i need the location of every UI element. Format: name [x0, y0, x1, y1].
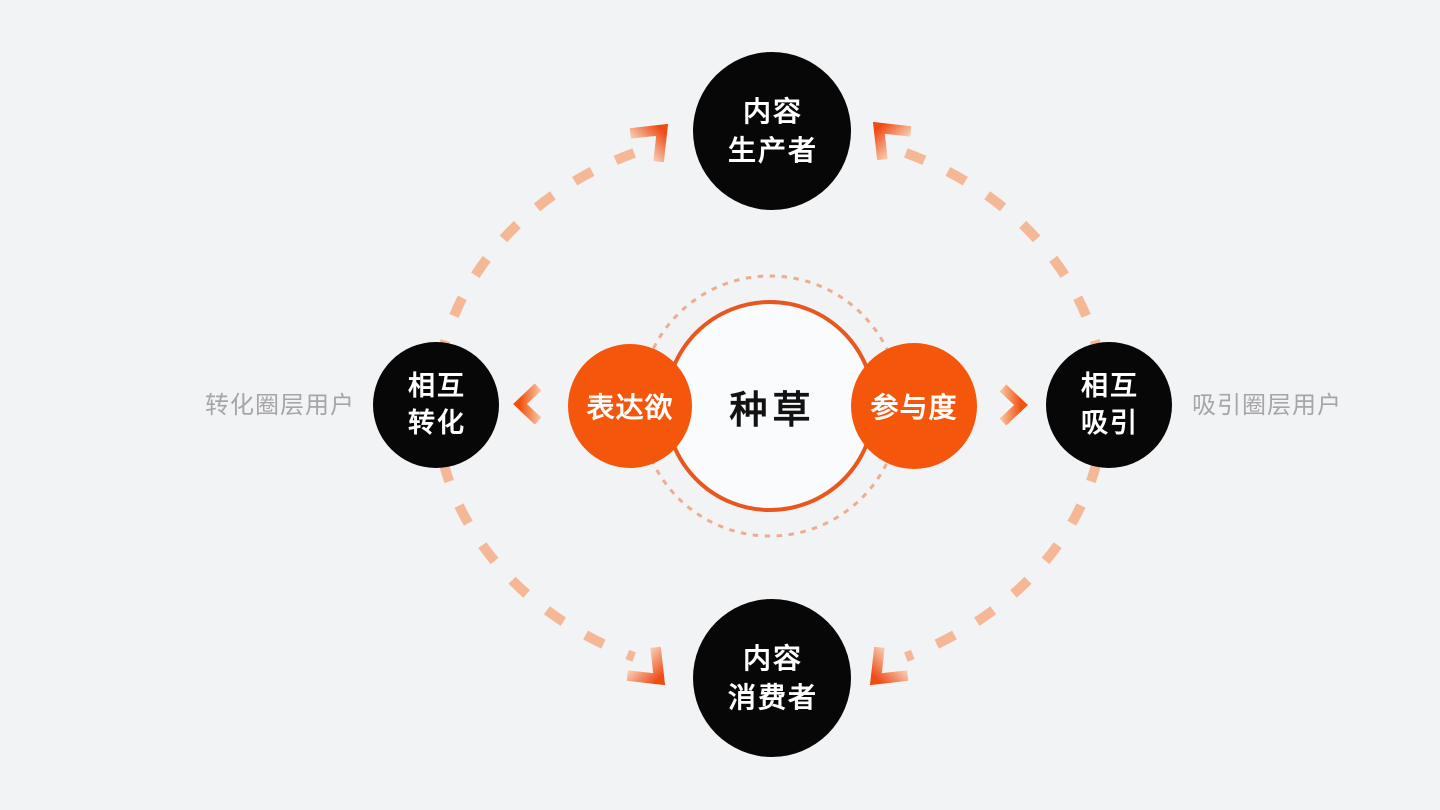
arrowhead-top-right-icon — [872, 121, 912, 161]
seeding-label: 种草 — [729, 389, 816, 432]
attract-circle-users-label: 吸引圈层用户 — [1192, 392, 1342, 419]
mutual-conversion-node: 相互 转化 — [373, 342, 499, 468]
content-consumer-node: 内容 消费者 — [693, 599, 851, 757]
content-producer-line-2: 生产者 — [727, 135, 818, 166]
engagement-circle: 参与度 — [851, 343, 977, 469]
arrowhead-bottom-left-icon — [626, 646, 666, 686]
dashed-arc-bottom-right — [904, 461, 1102, 662]
dashed-arc-top-left — [438, 148, 636, 349]
arrowhead-bottom-right-icon — [869, 646, 909, 686]
seeding-center-circle: 种草 — [664, 300, 876, 512]
chevron-right-icon — [999, 384, 1028, 426]
dashed-arc-bottom-left — [438, 461, 636, 662]
chevron-left-icon — [513, 383, 542, 425]
engagement-label: 参与度 — [870, 392, 958, 423]
arrowhead-top-left-icon — [629, 123, 669, 163]
content-producer-node: 内容 生产者 — [693, 52, 851, 210]
dashed-arc-top-right — [904, 148, 1102, 349]
mutual-attraction-line-2: 吸引 — [1081, 408, 1139, 438]
mutual-attraction-line-1: 相互 — [1081, 371, 1139, 401]
expression-desire-circle: 表达欲 — [568, 344, 692, 468]
convert-circle-users-label: 转化圈层用户 — [205, 392, 355, 419]
mutual-conversion-line-1: 相互 — [408, 371, 466, 401]
mutual-conversion-line-2: 转化 — [408, 408, 466, 438]
content-consumer-line-2: 消费者 — [727, 682, 818, 713]
content-producer-line-1: 内容 — [742, 96, 803, 127]
content-consumer-line-1: 内容 — [742, 643, 803, 674]
expression-desire-label: 表达欲 — [586, 392, 674, 423]
mutual-attraction-node: 相互 吸引 — [1046, 342, 1172, 468]
